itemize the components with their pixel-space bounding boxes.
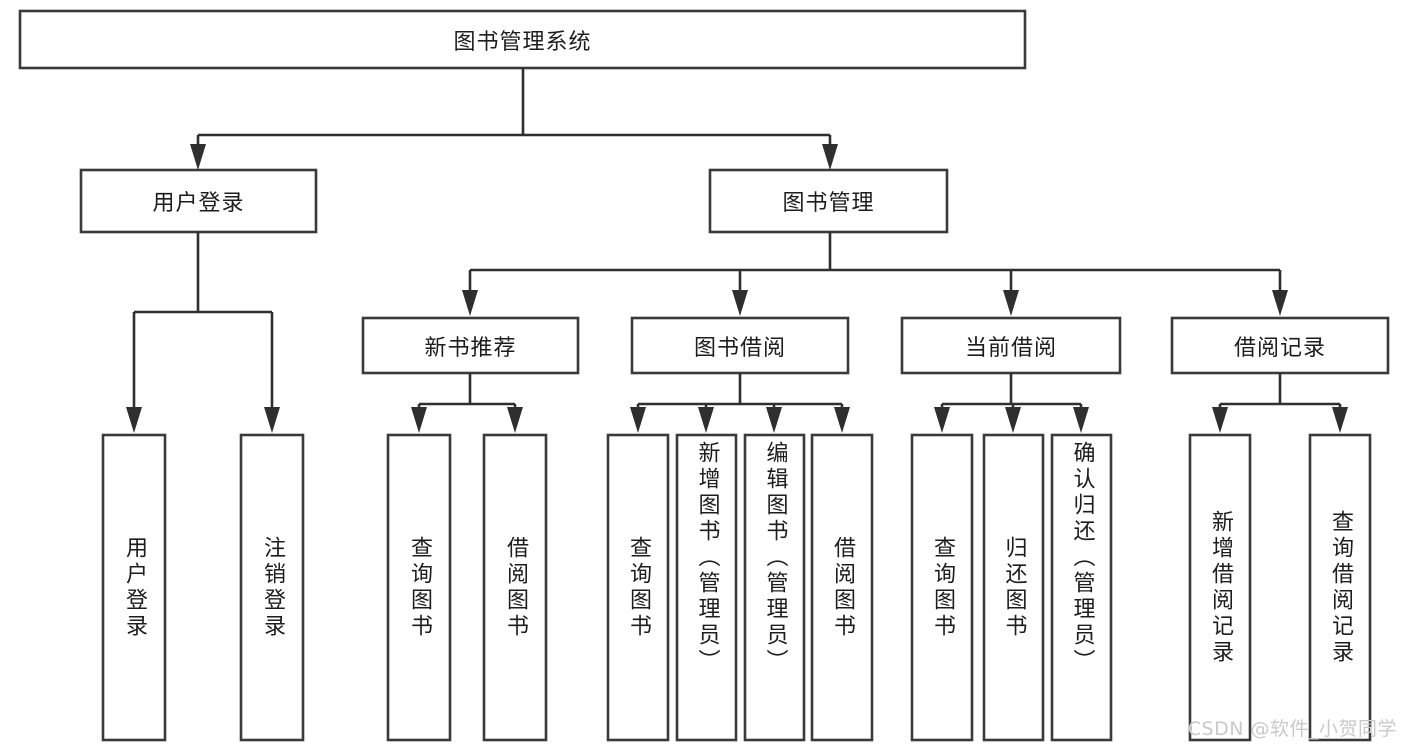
leaf-box-query-record[interactable] — [1308, 433, 1372, 742]
arrow-to-leaf-confirm-return — [1073, 407, 1089, 433]
connector-borrow-record-to-leaves — [1212, 373, 1348, 433]
arrow-to-leaf-borrow-book-1 — [507, 407, 523, 433]
node-box-book-management[interactable] — [708, 168, 949, 234]
node-box-new-book-recommend[interactable] — [361, 316, 580, 375]
arrow-to-user-login — [190, 144, 206, 170]
leaf-box-query-book-1[interactable] — [386, 433, 452, 742]
connector-new-book-recommend-to-leaves — [411, 373, 523, 433]
leaf-box-confirm-return[interactable] — [1050, 433, 1113, 742]
leaf-box-user-login[interactable] — [101, 433, 167, 742]
arrow-to-leaf-user-logout — [264, 407, 280, 433]
leaf-box-return-book[interactable] — [982, 433, 1045, 742]
leaf-box-query-book-2[interactable] — [606, 433, 670, 742]
connector-book-borrow-to-leaves — [630, 373, 850, 433]
arrow-to-leaf-query-record — [1332, 407, 1348, 433]
connector-book-management-to-level3 — [462, 232, 1288, 316]
node-box-borrow-record[interactable] — [1170, 316, 1390, 375]
leaf-box-borrow-book-2[interactable] — [810, 433, 874, 742]
connector-user-login-to-leaves — [126, 232, 280, 433]
arrow-to-leaf-borrow-book-2 — [834, 407, 850, 433]
arrow-to-new-book-recommend — [462, 290, 478, 316]
connector-root-to-level2 — [190, 68, 838, 170]
arrow-to-leaf-query-book-3 — [934, 407, 950, 433]
leaf-box-edit-book[interactable] — [743, 433, 806, 742]
leaf-box-user-logout[interactable] — [239, 433, 305, 742]
arrow-to-leaf-query-book-2 — [630, 407, 646, 433]
arrow-to-leaf-add-book — [698, 407, 714, 433]
leaf-box-add-record[interactable] — [1188, 433, 1252, 742]
connector-current-borrow-to-leaves — [934, 373, 1089, 433]
arrow-to-leaf-query-book-1 — [411, 407, 427, 433]
arrow-to-leaf-user-login — [126, 407, 142, 433]
leaf-box-borrow-book-1[interactable] — [482, 433, 548, 742]
leaf-box-add-book[interactable] — [675, 433, 738, 742]
arrow-to-borrow-record — [1272, 290, 1288, 316]
arrow-to-leaf-edit-book — [766, 407, 782, 433]
arrow-to-leaf-add-record — [1212, 407, 1228, 433]
node-box-user-login[interactable] — [79, 168, 318, 234]
node-box-current-borrow[interactable] — [900, 316, 1122, 375]
node-box-root[interactable] — [18, 9, 1027, 70]
leaf-box-query-book-3[interactable] — [910, 433, 974, 742]
node-box-book-borrow[interactable] — [630, 316, 850, 375]
arrow-to-leaf-return-book — [1005, 407, 1021, 433]
arrow-to-current-borrow — [1003, 290, 1019, 316]
arrow-to-book-management — [822, 144, 838, 170]
arrow-to-book-borrow — [732, 290, 748, 316]
